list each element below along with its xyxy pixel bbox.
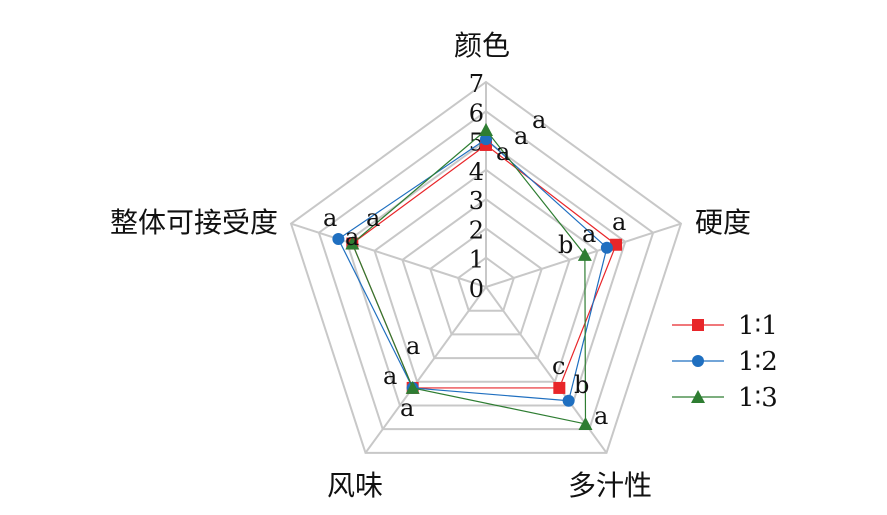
significance-letter: a xyxy=(400,394,414,422)
tick-label: 7 xyxy=(469,70,484,98)
legend-label: 1∶3 xyxy=(738,383,778,413)
axis-line xyxy=(364,286,487,454)
tick-label: 0 xyxy=(469,275,484,303)
significance-letter: a xyxy=(532,106,546,134)
legend-label: 1∶1 xyxy=(738,311,778,341)
axis-label: 硬度 xyxy=(695,206,751,239)
grid-ring xyxy=(289,80,683,454)
axis-label: 整体可接受度 xyxy=(110,206,278,239)
axis-line xyxy=(290,222,487,288)
grid-ring xyxy=(429,227,543,336)
data-point xyxy=(405,380,420,394)
tick-label: 2 xyxy=(469,216,484,244)
tick-label: 1 xyxy=(469,246,484,274)
legend-marker xyxy=(692,319,704,331)
significance-letter: a xyxy=(323,204,337,232)
significance-letter: a xyxy=(366,204,380,232)
significance-letter: b xyxy=(574,371,589,399)
tick-label: 6 xyxy=(469,99,484,127)
significance-letter: b xyxy=(558,231,573,259)
axis-label: 风味 xyxy=(327,469,383,502)
data-point xyxy=(610,238,623,251)
series-line xyxy=(337,138,608,402)
data-point xyxy=(480,133,492,146)
data-point xyxy=(577,247,592,261)
significance-letter: a xyxy=(383,362,397,390)
significance-letter: a xyxy=(345,223,359,251)
data-point xyxy=(479,123,493,137)
grid-ring xyxy=(456,256,516,312)
grid-ring xyxy=(373,168,599,383)
significance-letter: a xyxy=(612,208,626,236)
significance-letter: c xyxy=(552,352,565,380)
significance-letter: a xyxy=(496,138,510,166)
data-point xyxy=(345,236,360,250)
data-point xyxy=(332,233,345,246)
legend-marker xyxy=(691,390,705,403)
significance-letter: a xyxy=(594,402,608,430)
data-point xyxy=(562,394,575,407)
significance-letter: a xyxy=(406,332,420,360)
axis-label: 多汁性 xyxy=(568,469,652,502)
series-line xyxy=(351,144,617,389)
grid-ring xyxy=(401,197,571,360)
series-line xyxy=(351,129,587,425)
data-point xyxy=(600,241,613,254)
grid-ring xyxy=(317,110,655,431)
tick-label: 4 xyxy=(469,158,484,186)
tick-label: 3 xyxy=(469,187,484,215)
data-point xyxy=(553,381,566,394)
legend-marker xyxy=(692,355,704,367)
data-point xyxy=(578,416,593,430)
legend-label: 1∶2 xyxy=(738,347,778,377)
significance-letter: a xyxy=(582,220,596,248)
axis-label: 颜色 xyxy=(454,29,510,62)
significance-letter: a xyxy=(514,122,528,150)
grid-ring xyxy=(345,139,627,407)
